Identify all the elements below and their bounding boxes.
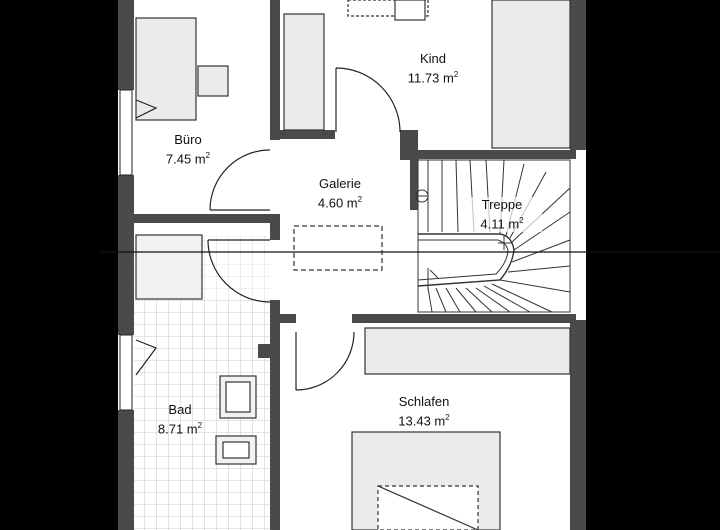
room-label-buero: Büro 7.45 m2 [148,132,228,167]
room-label-kind: Kind 11.73 m2 [388,51,478,86]
room-name: Kind [419,51,447,66]
room-name: Büro [174,132,202,147]
room-name: Galerie [319,176,361,191]
schlafen-furniture [351,327,571,530]
room-area: 11.73 m [407,70,454,86]
room-name: Schlafen [398,394,450,409]
room-label-bad: Bad 8.71 m2 [140,402,220,437]
inner-walls [134,0,576,530]
room-name: Treppe [481,197,523,212]
room-area: 13.43 m [398,413,446,429]
area-unit-exponent: 2 [519,216,524,225]
room-label-treppe: Treppe 4.11 m2 [462,197,542,233]
staircase [415,159,571,313]
room-area: 8.71 m [157,421,198,437]
area-unit-exponent: 2 [197,421,203,430]
door-swings [135,67,401,391]
room-label-galerie: Galerie 4.60 m2 [300,176,380,211]
room-area: 7.45 m [165,151,206,167]
kind-furniture [283,0,571,149]
area-unit-exponent: 2 [357,195,363,204]
area-unit-exponent: 2 [205,151,211,160]
room-area: 4.60 m [317,195,358,211]
room-name: Bad [168,402,192,417]
left-windows [119,89,133,411]
galerie-void [293,225,383,271]
room-area: 4.11 m [480,216,520,232]
area-unit-exponent: 2 [453,70,459,79]
bad-fixtures [135,234,257,465]
buero-desk [135,17,229,121]
room-label-schlafen: Schlafen 13.43 m2 [374,394,474,429]
area-unit-exponent: 2 [445,413,450,422]
outer-walls [118,0,586,530]
